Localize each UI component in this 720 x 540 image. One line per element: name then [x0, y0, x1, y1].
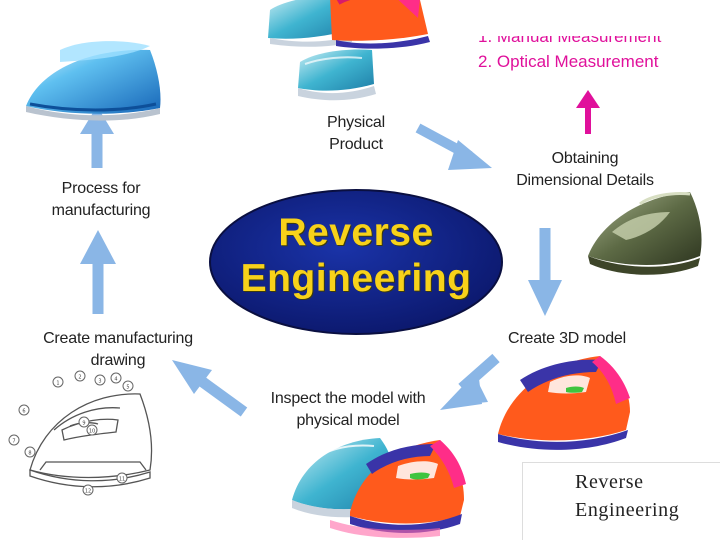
- measurement-methods-list: 1. Manual Measurement 2. Optical Measure…: [478, 36, 708, 74]
- arrow-inspect-to-drawing: [172, 360, 248, 417]
- label-manufacturing-drawing: Create manufacturing drawing: [18, 328, 218, 372]
- label-obtaining-details: Obtaining Dimensional Details: [496, 148, 674, 192]
- reverse-engineering-logo: Reverse Engineering: [522, 462, 720, 540]
- callout-marker: [86, 424, 98, 436]
- center-title: Reverse Engineering: [218, 210, 494, 302]
- callout-number: 5: [126, 385, 129, 391]
- manufactured-iron-image: [26, 41, 161, 121]
- callout-number: 4: [114, 377, 117, 383]
- physical-product-image: [268, 0, 430, 101]
- center-ellipse: [209, 189, 503, 335]
- label-drawing-line1: Create manufacturing: [43, 330, 193, 347]
- label-drawing-line2: drawing: [90, 352, 146, 369]
- scanned-iron-image: [588, 192, 702, 275]
- callout-marker: [94, 374, 106, 386]
- arrow-obtaining-to-3d: [528, 228, 562, 316]
- callout-number: 2: [78, 375, 81, 381]
- logo-text-reverse: Reverse: [575, 471, 644, 493]
- inspect-comparison-image: [292, 438, 466, 538]
- cad-model-iron-image: [498, 356, 630, 450]
- label-physical-product-line1: Physical: [327, 114, 385, 131]
- callout-number: 12: [85, 489, 91, 495]
- callout-number: 10: [89, 429, 95, 435]
- label-obtaining-line1: Obtaining: [551, 150, 619, 167]
- measurement-item-optical: 2. Optical Measurement: [478, 52, 659, 71]
- callout-marker: [122, 380, 134, 392]
- label-inspect-line2: physical model: [296, 412, 400, 429]
- callout-number: 9: [82, 421, 85, 427]
- label-obtaining-line2: Dimensional Details: [516, 172, 654, 189]
- callout-number: 1: [56, 381, 59, 387]
- label-create-3d-line1: Create 3D model: [508, 330, 626, 347]
- callout-marker: [82, 484, 94, 496]
- callout-marker: [110, 372, 122, 384]
- manufacturing-drawing-image: [29, 393, 153, 488]
- callout-marker: [18, 404, 30, 416]
- label-inspect-model: Inspect the model with physical model: [248, 388, 448, 432]
- label-create-3d-model: Create 3D model: [486, 328, 648, 350]
- callout-number: 8: [28, 451, 31, 457]
- callout-marker: [8, 434, 20, 446]
- callout-marker: [78, 416, 90, 428]
- arrow-3d-to-inspect: [440, 353, 500, 410]
- logo-text-engineering: Engineering: [575, 499, 680, 521]
- callout-marker: [116, 472, 128, 484]
- center-title-line2: Engineering: [240, 257, 472, 300]
- center-title-line1: Reverse: [278, 211, 434, 254]
- label-physical-product-line2: Product: [329, 136, 383, 153]
- label-process-manufacturing: Process for manufacturing: [36, 178, 166, 222]
- label-process-line1: Process for: [61, 180, 141, 197]
- label-inspect-line1: Inspect the model with: [270, 390, 426, 407]
- callout-marker: [74, 370, 86, 382]
- label-process-line2: manufacturing: [51, 202, 151, 219]
- arrow-product-to-obtaining: [415, 123, 492, 170]
- arrow-measurement-up: [576, 90, 600, 134]
- measurement-item-manual: 1. Manual Measurement: [478, 36, 662, 46]
- callout-number: 3: [98, 379, 101, 385]
- callout-number: 7: [12, 439, 15, 445]
- callout-number: 6: [22, 409, 25, 415]
- callout-marker: [52, 376, 64, 388]
- callout-number: 11: [119, 477, 125, 483]
- arrow-drawing-to-process: [80, 230, 116, 314]
- label-physical-product: Physical Product: [300, 112, 412, 156]
- callout-marker: [24, 446, 36, 458]
